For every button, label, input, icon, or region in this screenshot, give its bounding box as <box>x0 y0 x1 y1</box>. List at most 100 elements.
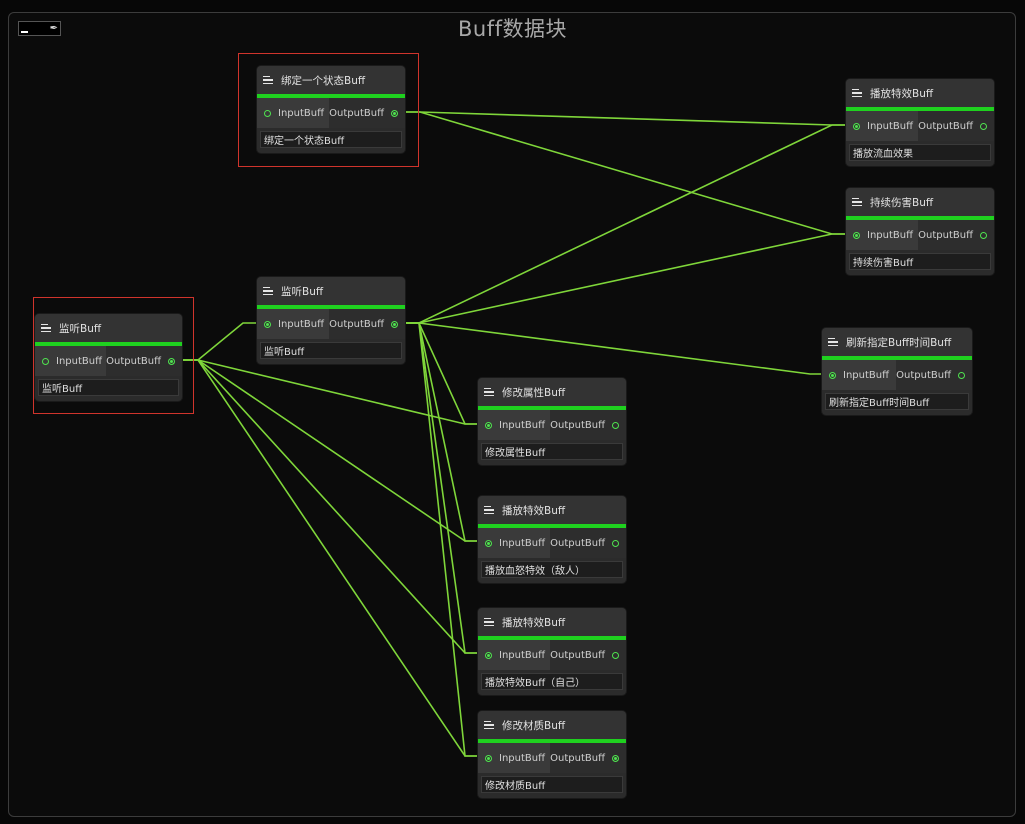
node-value-field[interactable]: 监听Buff <box>38 379 179 396</box>
output-port-label: OutputBuff <box>550 752 605 764</box>
input-port-icon[interactable] <box>485 539 492 547</box>
output-port-label: OutputBuff <box>106 355 161 367</box>
input-port-label: InputBuff <box>867 120 913 132</box>
output-port-icon[interactable] <box>612 651 619 659</box>
color-picker-field[interactable]: ✒ <box>18 21 61 36</box>
node-listen-buff[interactable]: 监听Buff InputBuff OutputBuff 监听Buff <box>257 277 405 364</box>
output-port[interactable]: OutputBuff <box>550 743 626 773</box>
output-port-icon[interactable] <box>980 122 987 130</box>
input-port-label: InputBuff <box>499 752 545 764</box>
node-dot-damage-buff[interactable]: 持续伤害Buff InputBuff OutputBuff 持续伤害Buff <box>846 188 994 275</box>
output-port[interactable]: OutputBuff <box>550 640 626 670</box>
input-port-label: InputBuff <box>867 229 913 241</box>
input-port-label: InputBuff <box>278 107 324 119</box>
output-port[interactable]: OutputBuff <box>550 528 626 558</box>
node-title: 绑定一个状态Buff <box>281 74 366 87</box>
output-port-label: OutputBuff <box>329 318 384 330</box>
output-port[interactable]: OutputBuff <box>918 111 994 141</box>
input-port-icon[interactable] <box>264 109 271 117</box>
output-port-label: OutputBuff <box>896 369 951 381</box>
node-value-field[interactable]: 绑定一个状态Buff <box>260 131 402 148</box>
output-port-icon[interactable] <box>980 231 987 239</box>
output-port-icon[interactable] <box>612 539 619 547</box>
graph-title: Buff数据块 <box>457 17 567 41</box>
node-title: 监听Buff <box>59 322 102 335</box>
output-port-label: OutputBuff <box>918 120 973 132</box>
selection-outline <box>33 297 194 414</box>
input-port[interactable]: InputBuff <box>478 528 551 558</box>
node-refresh-buff-time[interactable]: 刷新指定Buff时间Buff InputBuff OutputBuff 刷新指定… <box>822 328 972 415</box>
node-value-field[interactable]: 修改材质Buff <box>481 776 623 793</box>
node-title: 监听Buff <box>281 285 324 298</box>
node-icon <box>484 386 496 398</box>
output-port[interactable]: OutputBuff <box>896 360 972 390</box>
output-port-label: OutputBuff <box>329 107 384 119</box>
input-port-icon[interactable] <box>42 357 49 365</box>
input-port-icon[interactable] <box>485 421 492 429</box>
input-port-icon[interactable] <box>829 371 836 379</box>
input-port[interactable]: InputBuff <box>822 360 897 390</box>
output-port-icon[interactable] <box>612 421 619 429</box>
node-icon <box>263 285 275 297</box>
input-port-label: InputBuff <box>56 355 102 367</box>
node-title: 修改材质Buff <box>502 719 566 732</box>
node-icon <box>852 87 864 99</box>
node-title: 播放特效Buff <box>870 87 934 100</box>
input-port-label: InputBuff <box>499 537 545 549</box>
node-title: 播放特效Buff <box>502 616 566 629</box>
input-port-icon[interactable] <box>485 651 492 659</box>
node-play-effect-buff-bleed[interactable]: 播放特效Buff InputBuff OutputBuff 播放流血效果 <box>846 79 994 166</box>
node-title: 刷新指定Buff时间Buff <box>846 336 952 349</box>
input-port[interactable]: InputBuff <box>257 98 330 128</box>
input-port-label: InputBuff <box>843 369 889 381</box>
output-port[interactable]: OutputBuff <box>550 410 626 440</box>
input-port-label: InputBuff <box>278 318 324 330</box>
input-port[interactable]: InputBuff <box>846 220 919 250</box>
input-port-label: InputBuff <box>499 419 545 431</box>
output-port-label: OutputBuff <box>550 537 605 549</box>
node-value-field[interactable]: 修改属性Buff <box>481 443 623 460</box>
input-port[interactable]: InputBuff <box>478 743 551 773</box>
node-value-field[interactable]: 持续伤害Buff <box>849 253 991 270</box>
input-port[interactable]: InputBuff <box>478 410 551 440</box>
output-port[interactable]: OutputBuff <box>329 98 405 128</box>
node-icon <box>484 504 496 516</box>
node-icon <box>852 196 864 208</box>
output-port[interactable]: OutputBuff <box>918 220 994 250</box>
node-play-effect-buff-enemy[interactable]: 播放特效Buff InputBuff OutputBuff 播放血怒特效（敌人） <box>478 496 626 583</box>
output-port-icon[interactable] <box>391 109 398 117</box>
node-title: 播放特效Buff <box>502 504 566 517</box>
output-port-icon[interactable] <box>391 320 398 328</box>
selection-outline <box>238 53 419 167</box>
node-value-field[interactable]: 刷新指定Buff时间Buff <box>825 393 969 410</box>
output-port-icon[interactable] <box>168 357 175 365</box>
input-port[interactable]: InputBuff <box>257 309 330 339</box>
output-port[interactable]: OutputBuff <box>329 309 405 339</box>
output-port-label: OutputBuff <box>550 419 605 431</box>
color-swatch <box>21 31 28 33</box>
input-port[interactable]: InputBuff <box>846 111 919 141</box>
node-value-field[interactable]: 播放流血效果 <box>849 144 991 161</box>
input-port-icon[interactable] <box>264 320 271 328</box>
input-port-icon[interactable] <box>853 231 860 239</box>
output-port-icon[interactable] <box>958 371 965 379</box>
input-port-icon[interactable] <box>485 754 492 762</box>
node-icon <box>41 322 53 334</box>
node-modify-attribute-buff[interactable]: 修改属性Buff InputBuff OutputBuff 修改属性Buff <box>478 378 626 465</box>
output-port-icon[interactable] <box>612 754 619 762</box>
node-icon <box>828 336 840 348</box>
input-port[interactable]: InputBuff <box>478 640 551 670</box>
input-port-icon[interactable] <box>853 122 860 130</box>
node-value-field[interactable]: 监听Buff <box>260 342 402 359</box>
input-port[interactable]: InputBuff <box>35 346 107 376</box>
node-bind-state-buff[interactable]: 绑定一个状态Buff InputBuff OutputBuff 绑定一个状态Bu… <box>257 66 405 153</box>
node-play-effect-buff-self[interactable]: 播放特效Buff InputBuff OutputBuff 播放特效Buff（自… <box>478 608 626 695</box>
node-modify-material-buff[interactable]: 修改材质Buff InputBuff OutputBuff 修改材质Buff <box>478 711 626 798</box>
input-port-label: InputBuff <box>499 649 545 661</box>
node-value-field[interactable]: 播放血怒特效（敌人） <box>481 561 623 578</box>
node-value-field[interactable]: 播放特效Buff（自己） <box>481 673 623 690</box>
node-listen-buff-root[interactable]: 监听Buff InputBuff OutputBuff 监听Buff <box>35 314 182 401</box>
output-port[interactable]: OutputBuff <box>106 346 182 376</box>
node-icon <box>484 719 496 731</box>
eyedropper-icon[interactable]: ✒ <box>49 23 58 34</box>
